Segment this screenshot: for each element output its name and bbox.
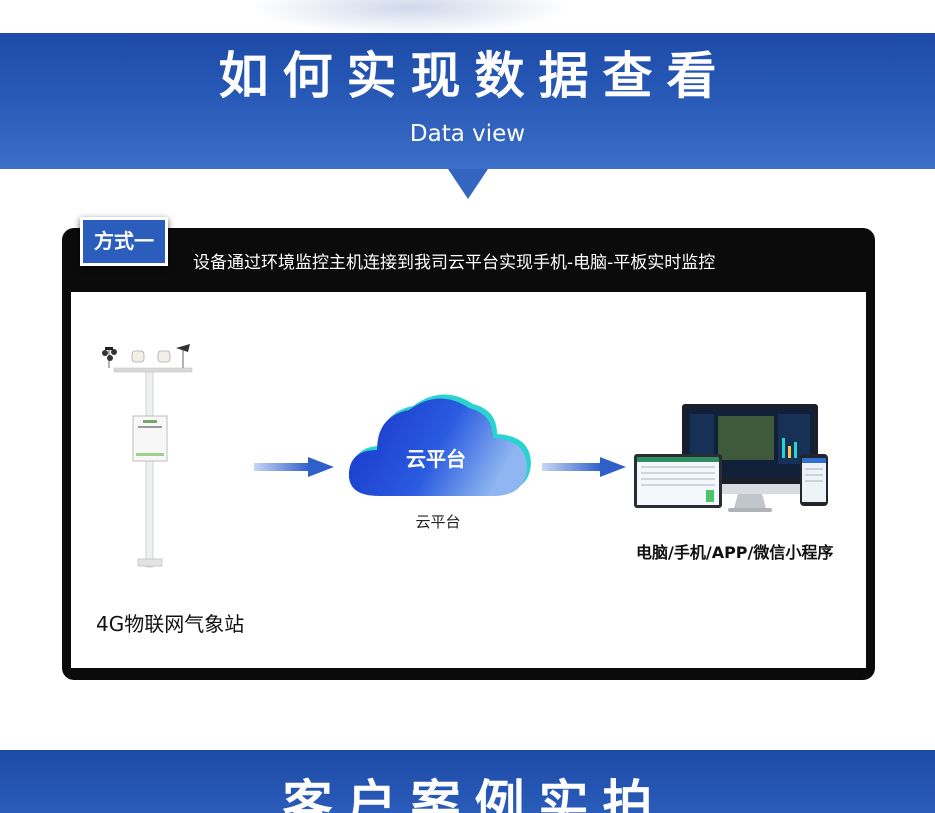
devices-icon [634,404,828,512]
weather-station-icon [102,344,193,568]
page-title: 如何实现数据查看 [218,47,731,105]
section-title: 客户案例实拍 [282,775,667,813]
top-glow [250,0,570,35]
cloud-icon [348,394,531,496]
arrow-right-icon [254,457,334,477]
arrow-right-icon [542,457,626,477]
page-subtitle: Data view [409,121,526,147]
cloud-label: 云平台 [415,513,461,531]
devices-label: 电脑/手机/APP/微信小程序 [636,543,834,562]
station-label: 4G物联网气象站 [96,612,245,636]
method-caption: 设备通过环境监控主机连接到我司云平台实现手机-电脑-平板实时监控 [193,253,716,273]
pointer-triangle [448,169,488,199]
cloud-text: 云平台 [406,447,466,471]
section-banner: 客户案例实拍 [0,750,935,813]
header-banner [0,33,935,169]
method-badge: 方式一 [80,217,168,266]
